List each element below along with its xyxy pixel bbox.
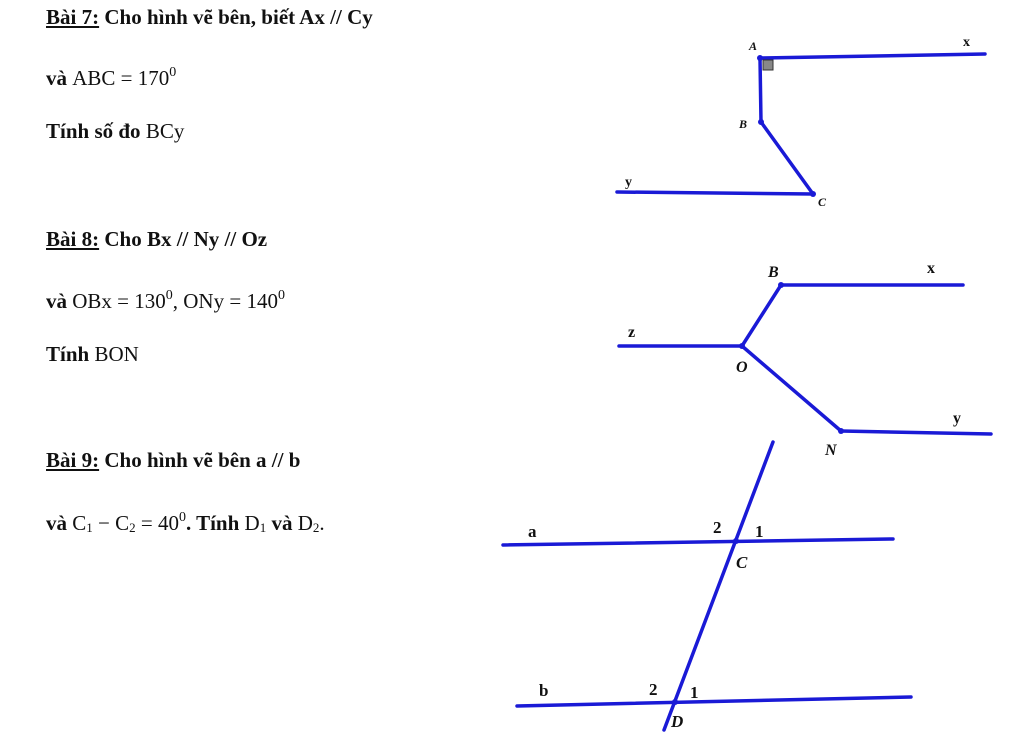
bai8-given-math1: OBx = 130 <box>72 289 166 313</box>
bai8-question-math: BON <box>94 342 139 366</box>
bai9-c-sub1: 1 <box>86 520 93 535</box>
bai9-angle-d2: 2 <box>649 680 658 699</box>
bai8-label-o: O <box>736 359 748 376</box>
bai9-c: C <box>72 511 87 535</box>
bai8-question: Tính BON <box>46 341 139 367</box>
bai9-and: và <box>266 511 298 535</box>
bai7-ray-ax <box>758 52 987 60</box>
bai7-point-a <box>757 55 763 61</box>
bai9-label-a: a <box>528 522 537 541</box>
bai8-label-n: N <box>824 442 838 459</box>
bai7-heading: Bài 7: Cho hình vẽ bên, biết Ax // Cy <box>46 4 373 30</box>
bai9-equals: = 40 <box>135 511 179 535</box>
bai9-d2-sub: 2 <box>312 520 320 535</box>
bai8-label-x: x <box>927 260 935 277</box>
bai8-given-math2: , ONy = 140 <box>172 289 278 313</box>
bai7-question: Tính số đo BCy <box>46 118 184 144</box>
bai9-tinh: . Tính <box>185 511 245 535</box>
bai7-question-prefix: Tính số đo <box>46 119 146 143</box>
bai8-given-degree1: 0 <box>165 288 173 303</box>
bai8-heading: Bài 8: Cho Bx // Ny // Oz <box>46 226 267 252</box>
bai8-given-prefix: và <box>46 289 73 313</box>
bai7-given-degree: 0 <box>169 65 177 80</box>
bai9-given-prefix: và <box>46 511 73 535</box>
bai9-angle-c1: 1 <box>755 522 764 541</box>
bai7-title: Bài 7: <box>46 5 100 29</box>
bai8-label-y: y <box>953 410 961 427</box>
bai8-title: Bài 8: <box>46 227 100 251</box>
bai7-segment-ab <box>758 56 763 124</box>
bai9-label-c: C <box>736 553 748 572</box>
bai7-label-a: A <box>748 39 757 53</box>
bai8-given: và OBx = 1300, ONy = 1400 <box>46 283 285 314</box>
bai9-label-b: b <box>539 681 548 700</box>
bai8-point-o <box>739 343 745 349</box>
bai9-transversal <box>662 440 775 732</box>
bai9-minus-c: − C <box>92 511 130 535</box>
bai7-right-angle-mark <box>762 59 774 71</box>
bai7-ray-cy <box>615 190 815 196</box>
bai9-given: và C1 − C2 = 400. Tính D1 và D2. <box>46 505 325 541</box>
bai9-d2: D <box>297 511 313 535</box>
bai9-line-b <box>515 695 913 708</box>
bai9-point-d <box>672 699 678 705</box>
bai9-statement: Cho hình vẽ bên a // b <box>99 448 301 472</box>
bai9-angle-c2: 2 <box>713 518 722 537</box>
bai9-degree: 0 <box>178 510 186 525</box>
bai8-segment-ob <box>740 283 783 348</box>
bai9-end: . <box>319 511 325 535</box>
bai7-given-prefix: và <box>46 66 73 90</box>
bai8-statement: Cho Bx // Ny // Oz <box>99 227 268 251</box>
bai7-label-x: x <box>963 35 970 50</box>
bai8-label-b: B <box>767 264 779 281</box>
bai7-label-c: C <box>818 195 827 209</box>
bai7-statement: Cho hình vẽ bên, biết Ax // Cy <box>99 5 373 29</box>
bai8-ray-ny <box>839 429 993 436</box>
bai9-line-a <box>501 537 895 547</box>
bai9-label-d: D <box>670 712 683 731</box>
bai7-point-b <box>758 119 764 125</box>
bai7-label-b: B <box>738 117 747 131</box>
bai7-given-math: ABC = 170 <box>72 66 170 90</box>
bai7-point-c <box>810 191 816 197</box>
bai9-c-sub2: 2 <box>129 520 136 535</box>
bai9-angle-d1: 1 <box>690 683 699 702</box>
bai9-title: Bài 9: <box>46 448 100 472</box>
bai8-segment-on <box>740 344 843 433</box>
bai9-heading: Bài 9: Cho hình vẽ bên a // b <box>46 447 300 473</box>
bai9-d1-sub: 1 <box>259 520 267 535</box>
bai7-segment-bc <box>759 120 815 196</box>
bai9-d1: D <box>244 511 260 535</box>
bai8-label-z: z <box>628 324 635 341</box>
bai8-given-degree2: 0 <box>277 288 285 303</box>
bai8-point-n <box>838 428 844 434</box>
bai7-question-math: BCy <box>145 119 185 143</box>
bai7-given: và ABC = 1700 <box>46 60 176 91</box>
bai9-point-c <box>733 538 739 544</box>
bai8-point-b <box>778 282 784 288</box>
bai8-question-prefix: Tính <box>46 342 95 366</box>
bai7-label-y: y <box>625 175 632 190</box>
